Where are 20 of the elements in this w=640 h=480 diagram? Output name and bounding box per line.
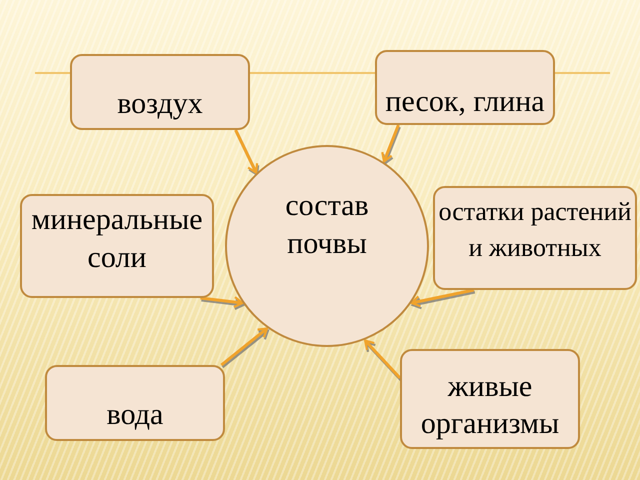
node-label: живые организмы (420, 368, 560, 442)
arrow (381, 124, 400, 162)
arrow (200, 296, 244, 308)
node-label: вода (106, 396, 164, 432)
node-label: состав почвы (284, 188, 370, 262)
arrow (234, 129, 258, 174)
arrow (410, 288, 474, 308)
node-label: минеральные соли (30, 202, 204, 276)
component-card (433, 186, 637, 290)
node-label: остатки растений и животных (438, 196, 632, 264)
node-label: песок, глина (385, 84, 545, 120)
arrow (220, 327, 268, 366)
component-card (45, 365, 225, 441)
central-circle (225, 145, 429, 347)
component-card (70, 54, 250, 130)
component-card (400, 349, 580, 449)
arrow (364, 340, 402, 380)
node-label: воздух (117, 86, 203, 122)
component-card (20, 194, 214, 298)
component-card (375, 50, 555, 125)
